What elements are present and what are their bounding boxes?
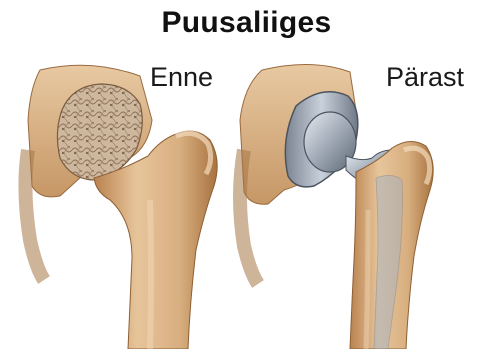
- label-after: Pärast: [386, 62, 464, 93]
- before-hip: [25, 65, 217, 349]
- label-before: Enne: [150, 62, 213, 93]
- page-title: Puusaliiges: [0, 6, 493, 40]
- after-hip: [240, 64, 433, 349]
